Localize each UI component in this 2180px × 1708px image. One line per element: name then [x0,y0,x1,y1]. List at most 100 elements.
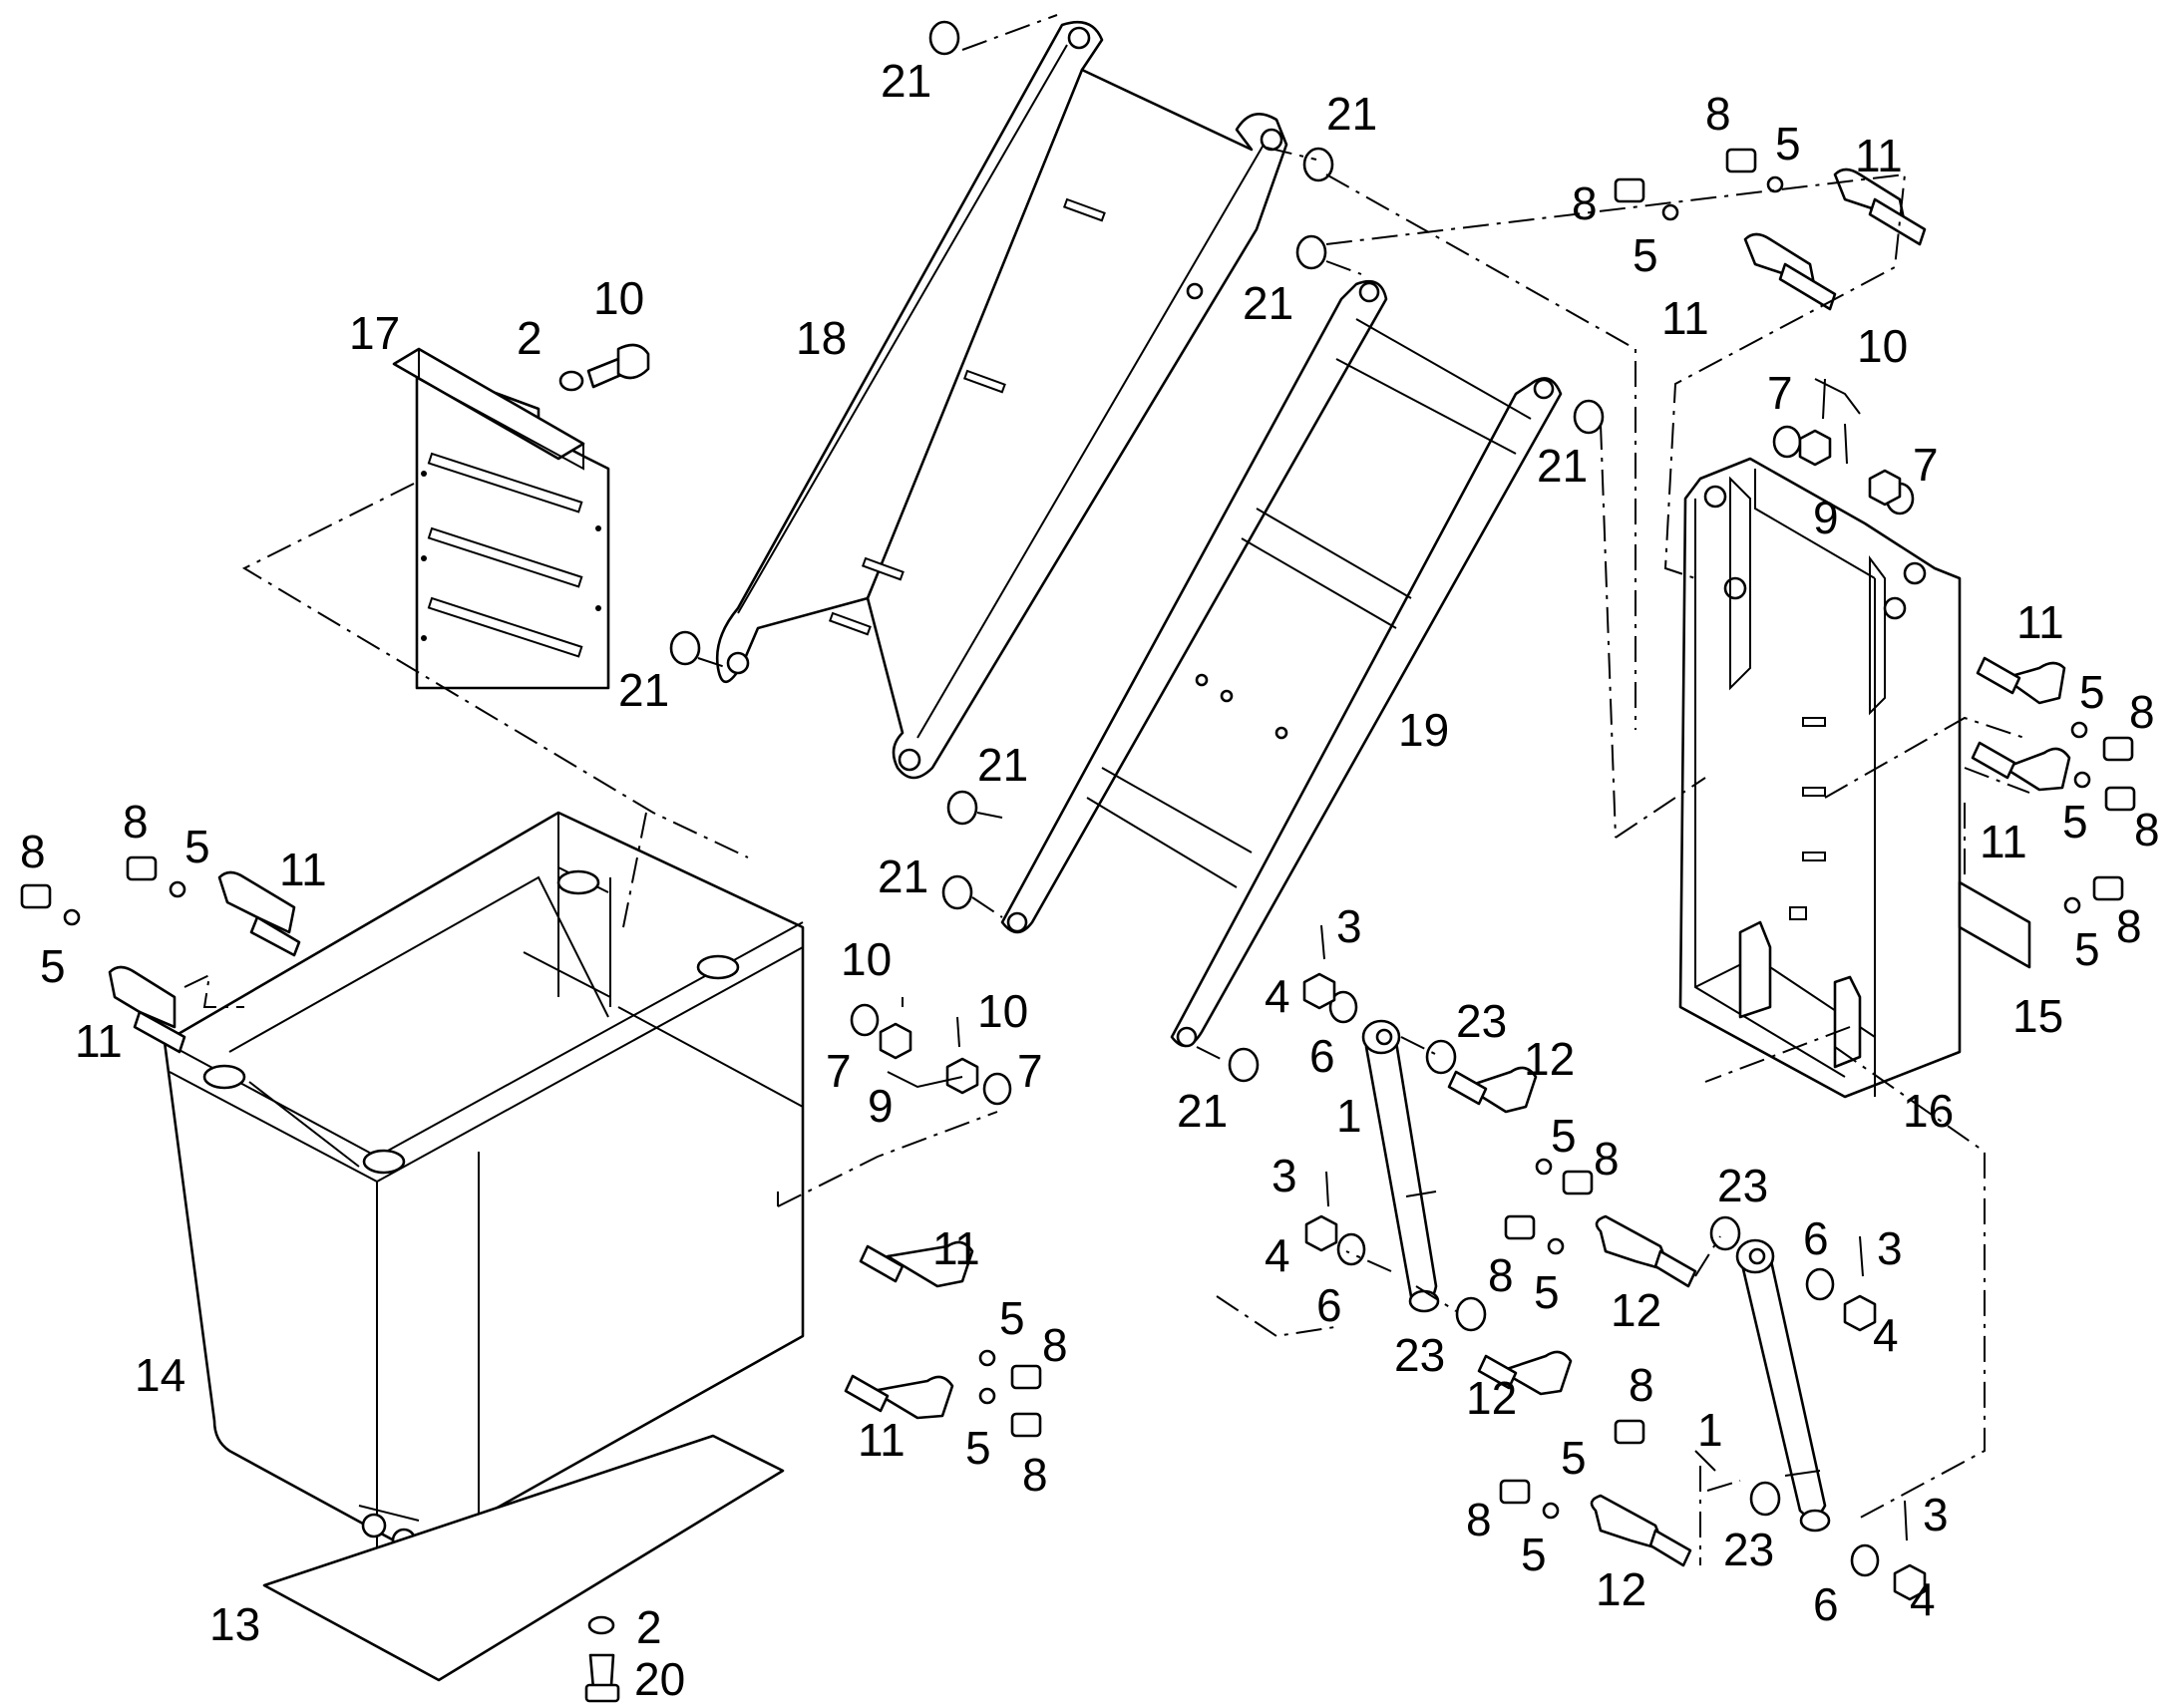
callout-19: 19 [1398,704,1449,756]
callout-5: 5 [965,1422,991,1474]
callout-20: 20 [634,1653,685,1705]
callout-11: 11 [1661,292,1709,344]
callout-16: 16 [1903,1085,1954,1137]
callout-15: 15 [2012,990,2063,1042]
callout-2: 2 [517,312,543,364]
callout-23: 23 [1456,995,1507,1047]
callout-9: 9 [1813,492,1839,543]
callout-5: 5 [1775,118,1801,170]
callout-12: 12 [1466,1372,1517,1424]
callout-11: 11 [858,1414,906,1466]
callout-5: 5 [2062,796,2088,848]
callout-4: 4 [1265,970,1290,1022]
callout-labels: 21 21 21 21 21 21 21 21 18 19 17 2 10 8 … [20,55,2160,1705]
callout-21: 21 [1243,277,1293,329]
callout-11: 11 [932,1222,980,1274]
callout-8: 8 [1629,1359,1654,1411]
callout-7: 7 [1913,439,1939,491]
lower-arm-19 [1000,279,1563,1048]
callout-1: 1 [1697,1404,1723,1456]
callout-11: 11 [2016,596,2064,648]
callout-8: 8 [1466,1494,1492,1545]
callout-12: 12 [1596,1563,1646,1615]
callout-11: 11 [1980,816,2027,867]
callout-11: 11 [75,1015,123,1067]
leader-lines [183,14,2030,1565]
callout-17: 17 [349,307,400,359]
upper-arm-18 [715,20,1288,780]
small-hardware [20,148,2136,1703]
base-frame-14 [163,811,805,1555]
callout-1: 1 [1336,1090,1362,1142]
callout-21: 21 [881,55,931,107]
bushings [669,20,1781,1517]
callout-5: 5 [1534,1266,1560,1318]
callout-12: 12 [1611,1284,1661,1336]
callout-2: 2 [636,1601,662,1653]
base-plate-13 [262,1434,785,1682]
callout-5: 5 [184,821,210,872]
callout-14: 14 [135,1349,185,1401]
callout-13: 13 [209,1598,260,1650]
callout-8: 8 [1488,1249,1514,1301]
callout-8: 8 [2116,900,2142,952]
callout-5: 5 [1633,229,1658,281]
callout-21: 21 [1537,440,1588,492]
callout-10: 10 [1857,320,1908,372]
callout-5: 5 [40,940,66,992]
callout-6: 6 [1803,1212,1829,1264]
callout-7: 7 [826,1045,852,1097]
callout-21: 21 [1326,88,1377,140]
callout-5: 5 [999,1292,1025,1344]
callout-8: 8 [1042,1319,1068,1371]
callout-6: 6 [1316,1279,1342,1331]
plate-15 [1958,880,2031,969]
callout-5: 5 [2079,666,2105,718]
callout-3: 3 [1336,900,1362,952]
callout-21: 21 [618,664,669,716]
mounting-plate-17 [392,347,610,690]
callout-8: 8 [1572,177,1598,229]
callout-4: 4 [1873,1309,1899,1361]
callout-21: 21 [1177,1085,1228,1137]
callout-18: 18 [796,312,847,364]
callout-21: 21 [977,739,1028,791]
callout-11: 11 [1855,130,1903,181]
callout-23: 23 [1394,1329,1445,1381]
callout-3: 3 [1923,1489,1949,1540]
callout-9: 9 [868,1080,894,1132]
callout-3: 3 [1272,1150,1297,1201]
bolt-10-plate [558,343,650,392]
callout-8: 8 [2129,686,2155,738]
callout-23: 23 [1717,1160,1768,1211]
callout-10: 10 [841,933,892,985]
callout-8: 8 [1705,88,1731,140]
callout-11: 11 [279,844,327,895]
callout-12: 12 [1524,1033,1575,1085]
callout-23: 23 [1723,1524,1774,1575]
callout-21: 21 [878,851,928,902]
callout-10: 10 [593,272,644,324]
callout-6: 6 [1309,1030,1335,1082]
callout-10: 10 [977,985,1028,1037]
callout-5: 5 [2074,923,2100,975]
upright-frame-16 [1678,457,1962,1099]
callout-4: 4 [1265,1229,1290,1281]
callout-4: 4 [1910,1573,1936,1625]
callout-7: 7 [1017,1045,1043,1097]
callout-3: 3 [1877,1222,1903,1274]
cylinder-1-right [1735,1238,1831,1533]
callout-7: 7 [1767,367,1793,419]
callout-8: 8 [20,826,46,877]
callout-5: 5 [1521,1529,1547,1580]
cylinder-1-left [1361,1019,1440,1313]
callout-6: 6 [1813,1578,1839,1630]
callout-8: 8 [1594,1133,1620,1185]
callout-8: 8 [2134,804,2160,855]
callout-5: 5 [1551,1110,1577,1162]
pins-11-12 [108,168,2071,1567]
callout-8: 8 [1022,1449,1048,1501]
callout-5: 5 [1561,1432,1587,1484]
callout-8: 8 [123,796,149,848]
